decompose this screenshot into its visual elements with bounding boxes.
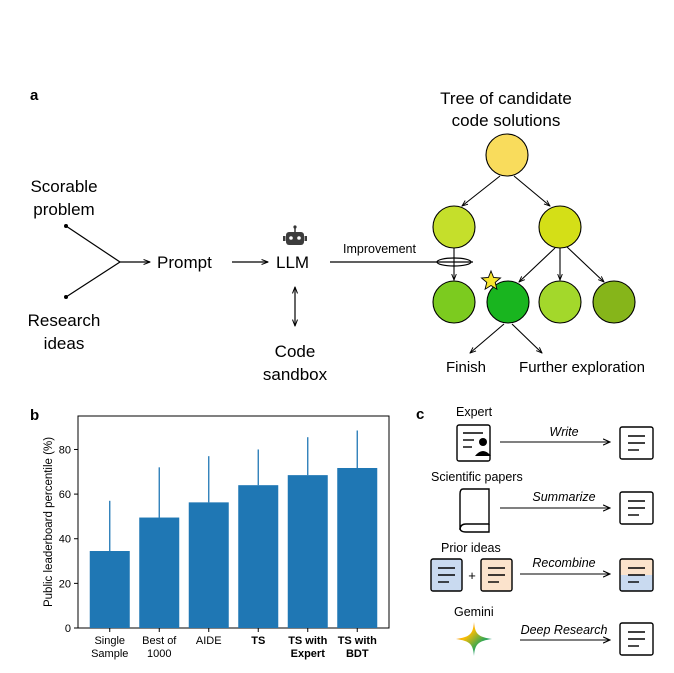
bar (188, 502, 229, 628)
action-write: Write (549, 425, 578, 439)
panel-b-label: b (30, 407, 39, 424)
plot-frame (77, 415, 390, 629)
x-tick-label: Expert (291, 648, 326, 660)
panel-a-label: a (30, 87, 39, 104)
action-deep-research: Deep Research (521, 623, 608, 637)
tree-node-root (485, 133, 529, 177)
robot-icon (283, 225, 307, 245)
action-recombine: Recombine (532, 556, 595, 570)
tree-node-leaf-1 (432, 280, 476, 324)
bar (337, 467, 378, 628)
merge-line-top (65, 225, 121, 263)
panel-a: a Scorable problem Research ideas Prompt… (28, 87, 645, 384)
panel-c: c Expert Write Scientific papers Summari… (416, 405, 654, 656)
tree-node-level1-left (432, 205, 476, 249)
finish-label: Finish (446, 359, 486, 376)
input-research-line2: ideas (44, 334, 85, 353)
y-tick-label: 60 (59, 489, 71, 501)
improvement-label: Improvement (343, 242, 416, 256)
tree-node-leaf-3 (538, 280, 582, 324)
panel-c-label: c (416, 406, 424, 423)
prompt-label: Prompt (157, 253, 212, 272)
x-tick-label: Best of (142, 635, 177, 647)
tree-node-level1-right (538, 205, 582, 249)
document-person-icon (456, 424, 491, 462)
output-doc-3-icon (619, 558, 654, 592)
x-tick-label: 1000 (147, 648, 171, 660)
y-tick-label: 40 (59, 534, 71, 546)
sandbox-line2: sandbox (263, 365, 328, 384)
book-icon (459, 488, 490, 533)
x-tick-label: AIDE (196, 635, 222, 647)
further-label: Further exploration (519, 359, 645, 376)
x-tick-label: TS with (288, 635, 327, 647)
star-icon (480, 269, 502, 291)
action-summarize: Summarize (532, 490, 595, 504)
input-scorable-line2: problem (33, 200, 94, 219)
output-doc-2-icon (619, 491, 654, 525)
input-research-line1: Research (28, 311, 101, 330)
bar (89, 551, 130, 628)
documents-combine-icon: + (430, 558, 513, 592)
tree-title-line1: Tree of candidate (440, 89, 572, 108)
merge-line-bottom (65, 261, 121, 298)
x-tick-label: TS with (338, 635, 377, 647)
input-scorable-line1: Scorable (30, 177, 97, 196)
tree-edges (454, 175, 604, 353)
plus-sign: + (468, 568, 476, 583)
x-tick-label: Sample (91, 648, 128, 660)
gemini-sparkle-icon (456, 622, 492, 656)
llm-label: LLM (276, 253, 309, 272)
sandbox-line1: Code (275, 342, 316, 361)
source-papers: Scientific papers (431, 470, 523, 484)
x-tick-label: TS (251, 635, 265, 647)
y-axis-label: Public leaderboard percentile (%) (43, 437, 55, 607)
bar (139, 517, 180, 628)
source-prior-ideas: Prior ideas (441, 541, 501, 555)
output-doc-1-icon (619, 426, 654, 460)
y-tick-label: 0 (65, 623, 71, 635)
output-doc-4-icon (619, 622, 654, 656)
tree-title-line2: code solutions (452, 111, 561, 130)
y-tick-label: 20 (59, 578, 71, 590)
x-tick-label: Single (94, 635, 125, 647)
y-tick-label: 80 (59, 444, 71, 456)
bar (287, 475, 328, 628)
tree-node-leaf-selected (486, 280, 530, 324)
bar (238, 485, 279, 628)
tree-node-leaf-4 (592, 280, 636, 324)
x-tick-label: BDT (346, 648, 369, 660)
source-expert: Expert (456, 405, 493, 419)
source-gemini: Gemini (454, 605, 494, 619)
